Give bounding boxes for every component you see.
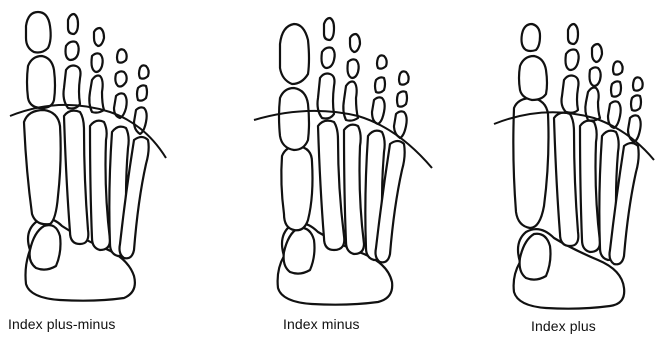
toe-3-middle-phalanx — [348, 59, 359, 78]
hallux-distal-phalanx — [522, 24, 541, 51]
hallux-proximal-phalanx — [27, 56, 55, 108]
toe-5-distal-phalanx — [139, 65, 149, 78]
metatarsal-3 — [90, 121, 110, 250]
metatarsal-3 — [580, 121, 600, 252]
toe-4-middle-phalanx — [611, 81, 621, 96]
metatarsal-1 — [24, 110, 61, 224]
metatarsal-2 — [554, 113, 578, 246]
metatarsal-2 — [318, 121, 344, 250]
toe-5-middle-phalanx — [397, 91, 407, 106]
toe-3-distal-phalanx — [94, 28, 104, 46]
toe-4-middle-phalanx — [115, 71, 126, 86]
toe-3-distal-phalanx — [592, 44, 602, 62]
toe-2-middle-phalanx — [322, 48, 335, 69]
toe-3-distal-phalanx — [350, 34, 360, 52]
foot-skeleton-illustration — [484, 0, 656, 338]
toe-5-middle-phalanx — [631, 95, 641, 110]
hallux-distal-phalanx — [280, 24, 309, 84]
toe-2-middle-phalanx — [66, 42, 79, 61]
foot-skeleton-illustration — [0, 0, 190, 338]
toe-4-phalanges — [372, 97, 385, 124]
hallux-distal-phalanx — [26, 12, 51, 53]
hallux-proximal-phalanx — [519, 56, 547, 100]
toe-2-phalanges — [562, 76, 579, 113]
caption-index-minus: Index minus — [283, 316, 360, 332]
foot-diagram-index-minus — [238, 0, 448, 338]
toe-2-distal-phalanx — [68, 14, 78, 34]
caption-index-plus: Index plus — [531, 318, 596, 334]
toe-2-middle-phalanx — [566, 50, 579, 71]
toe-5-middle-phalanx — [137, 85, 147, 100]
toe-2-distal-phalanx — [568, 24, 578, 44]
toe-3-middle-phalanx — [92, 53, 103, 72]
toe-4-distal-phalanx — [613, 61, 623, 74]
metatarsal-1 — [281, 146, 312, 230]
toe-5-distal-phalanx — [399, 71, 409, 84]
toe-4-distal-phalanx — [377, 55, 387, 68]
toe-2-phalanges — [64, 66, 81, 109]
foot-skeleton-illustration — [238, 0, 448, 338]
toe-5-distal-phalanx — [633, 77, 643, 90]
toe-3-middle-phalanx — [590, 67, 601, 86]
metatarsal-2 — [64, 111, 88, 244]
toe-4-distal-phalanx — [117, 49, 127, 62]
toe-4-middle-phalanx — [375, 77, 385, 92]
hallux-proximal-phalanx — [279, 88, 309, 150]
metatarsal-1 — [513, 98, 548, 228]
toe-2-distal-phalanx — [324, 18, 334, 40]
metatarsal-3 — [344, 125, 364, 254]
caption-index-plus-minus: Index plus-minus — [8, 316, 115, 332]
toe-5-phalanges — [134, 107, 147, 134]
foot-diagram-index-plus-minus — [0, 0, 190, 338]
foot-diagram-index-plus — [484, 0, 656, 338]
